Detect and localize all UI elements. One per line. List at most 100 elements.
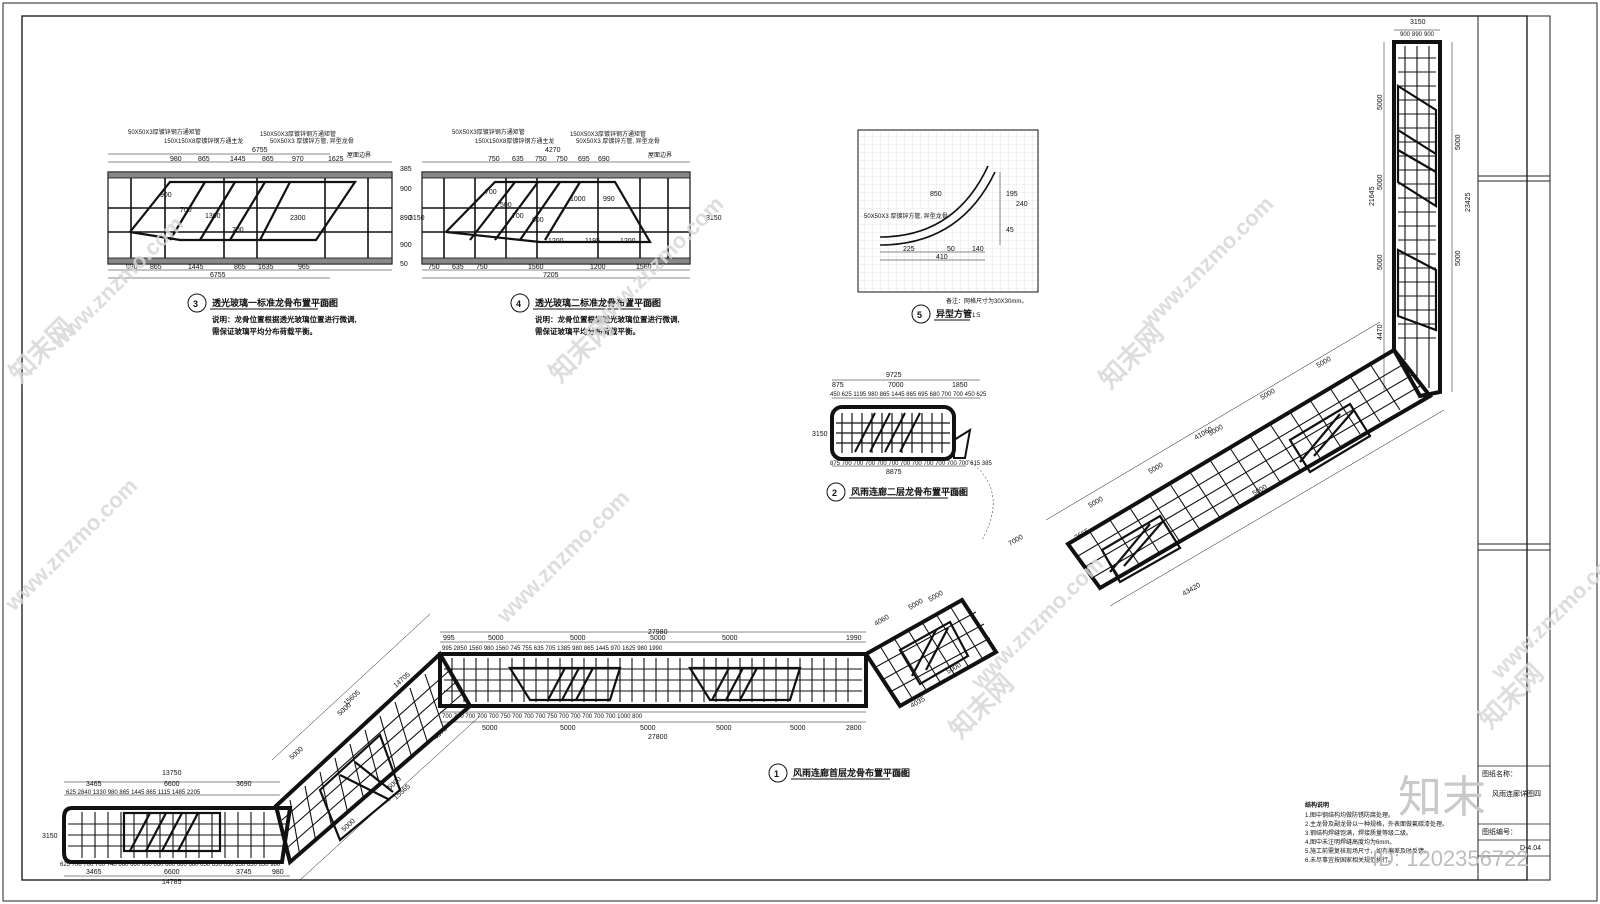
dim: 3150 [706, 215, 722, 222]
dim: 21645 [1369, 186, 1376, 206]
detail-note: 备注：网格尺寸为30X30mm。 [946, 297, 1027, 305]
dim: 1445 [188, 264, 204, 271]
dim: 225 [903, 246, 915, 253]
callout: 50X50X3 厚镀锌方管, 异型龙骨 [270, 137, 354, 145]
dim: 14785 [162, 879, 182, 886]
dim: 1200 [590, 264, 606, 271]
dim: 3150 [42, 833, 58, 840]
dim: 7000 [888, 382, 904, 389]
dim: 865 [262, 156, 274, 163]
dim: 8875 [886, 469, 902, 476]
callout: 150X150X8厚镀锌钢方通主龙 [475, 137, 554, 145]
inner-border [21, 15, 1528, 881]
note-line: 1.图中钢结构均做防锈防腐处理。 [1305, 811, 1394, 819]
detail-caption: 风雨连廊二层龙骨布置平面图 [851, 486, 968, 497]
watermark-site: www.znzmo.com [491, 485, 634, 628]
dim: 5000 [1455, 250, 1462, 266]
dim: 690 [598, 156, 610, 163]
dim: 7000 [1008, 534, 1025, 548]
dim: 27980 [648, 629, 668, 636]
dim: 980 [170, 156, 182, 163]
dim: 13750 [162, 770, 182, 777]
dim: 2665 [1074, 528, 1091, 542]
dim: 5000 [1148, 462, 1165, 476]
corridor-seg-1: 13750 3465 6600 3690 625 2840 1330 980 8… [42, 770, 293, 886]
dim: 1200 [620, 238, 636, 245]
detail-3: 50X50X3厚镀锌钢方通矩管 150X50X3厚镀锌钢方通矩管 150X150… [107, 128, 425, 336]
callout: 屋面边界 [648, 151, 672, 159]
note-line: 5.施工前需复核现场尺寸，如有偏差及时反馈。 [1305, 847, 1430, 855]
dim: 990 [603, 196, 615, 203]
callout: 50X50X3厚镀锌钢方通矩管 [128, 128, 201, 136]
detail-caption: 透光玻璃二标准龙骨布置平面图 [535, 297, 661, 308]
dim: 865 [234, 264, 246, 271]
dim: 1560 [636, 264, 652, 271]
dim: 865 [198, 156, 210, 163]
drawing-name-label: 图纸名称： [1482, 769, 1517, 778]
dim: 900 [1424, 32, 1435, 38]
dim: 980 [126, 264, 138, 271]
dim: 900 [1400, 32, 1411, 38]
drawing-name: 风雨连廊详图四 [1492, 789, 1541, 798]
dim: 50 [400, 261, 408, 268]
dim: 5000 [482, 725, 498, 732]
dim: 700 [180, 207, 192, 214]
dim: 23425 [1465, 192, 1472, 212]
dim: 5000 [341, 818, 357, 834]
dim: 750 [556, 156, 568, 163]
dim: 2800 [846, 725, 862, 732]
dim: 1625 [328, 156, 344, 163]
dim: 1635 [258, 264, 274, 271]
dim-row: 700 700 700 700 700 750 700 700 700 750 … [442, 714, 643, 720]
detail-caption: 异型方管 [936, 308, 972, 319]
dim: 750 [476, 264, 488, 271]
dim: 700 [485, 189, 497, 196]
dim: 3150 [409, 215, 425, 222]
notes-title: 结构说明 [1305, 801, 1329, 809]
dim: 5000 [1316, 356, 1333, 370]
dim: 6600 [164, 781, 180, 788]
dim: 6600 [164, 869, 180, 876]
dim: 600 [532, 217, 544, 224]
dim: 3690 [236, 781, 252, 788]
dim: 5000 [928, 590, 945, 604]
dim: 1200 [548, 238, 564, 245]
drawing-no-label: 图纸编号： [1482, 827, 1517, 836]
dim: 5000 [1088, 496, 1105, 510]
detail-number: 5 [917, 310, 922, 320]
corridor-seg-3: 27980 995 5000 5000 5000 5000 1990 995 2… [438, 629, 868, 741]
dim: 1445 [230, 156, 246, 163]
dim: 995 [443, 635, 455, 642]
dim-row: 625 700 700 700 740 660 660 660 660 660 … [60, 862, 281, 868]
dim: 195 [1006, 191, 1018, 198]
watermark-brand: 知末网 [1093, 318, 1169, 394]
note-line: 6.未尽事宜按国家相关规范执行。 [1305, 856, 1394, 864]
detail-note: 需保证玻璃平均分布荷载平衡。 [212, 326, 317, 336]
dim: 140 [972, 246, 984, 253]
dim: 5000 [289, 746, 305, 762]
dim: 5000 [716, 725, 732, 732]
dim-row: 625 2840 1330 980 865 1445 865 1115 1485… [66, 790, 201, 796]
dim-row: 875 700 700 700 700 700 700 700 700 700 … [830, 461, 992, 467]
dim: 7205 [543, 272, 559, 279]
dim: 5000 [1377, 254, 1384, 270]
callout: 50X50X3厚镀锌钢方通矩管 [452, 128, 525, 136]
dim: 5000 [640, 725, 656, 732]
dim: 980 [272, 869, 284, 876]
dim: 5000 [1377, 94, 1384, 110]
dim: 6755 [210, 272, 226, 279]
callout: 50X50X3 厚镀锌方管, 异型龙骨 [576, 137, 660, 145]
dim: 890 [1412, 32, 1423, 38]
detail-number: 4 [516, 299, 521, 309]
dim: 1195 [585, 238, 600, 245]
dim: 500 [500, 202, 512, 209]
dim: 4270 [545, 147, 561, 154]
dim: 3465 [86, 869, 102, 876]
dim: 5000 [570, 635, 586, 642]
dim: 5000 [650, 635, 666, 642]
watermark-logo: 知末 [1398, 773, 1486, 822]
dim: 750 [535, 156, 547, 163]
dim: 4470 [1377, 324, 1384, 340]
dim: 890 [400, 215, 412, 222]
